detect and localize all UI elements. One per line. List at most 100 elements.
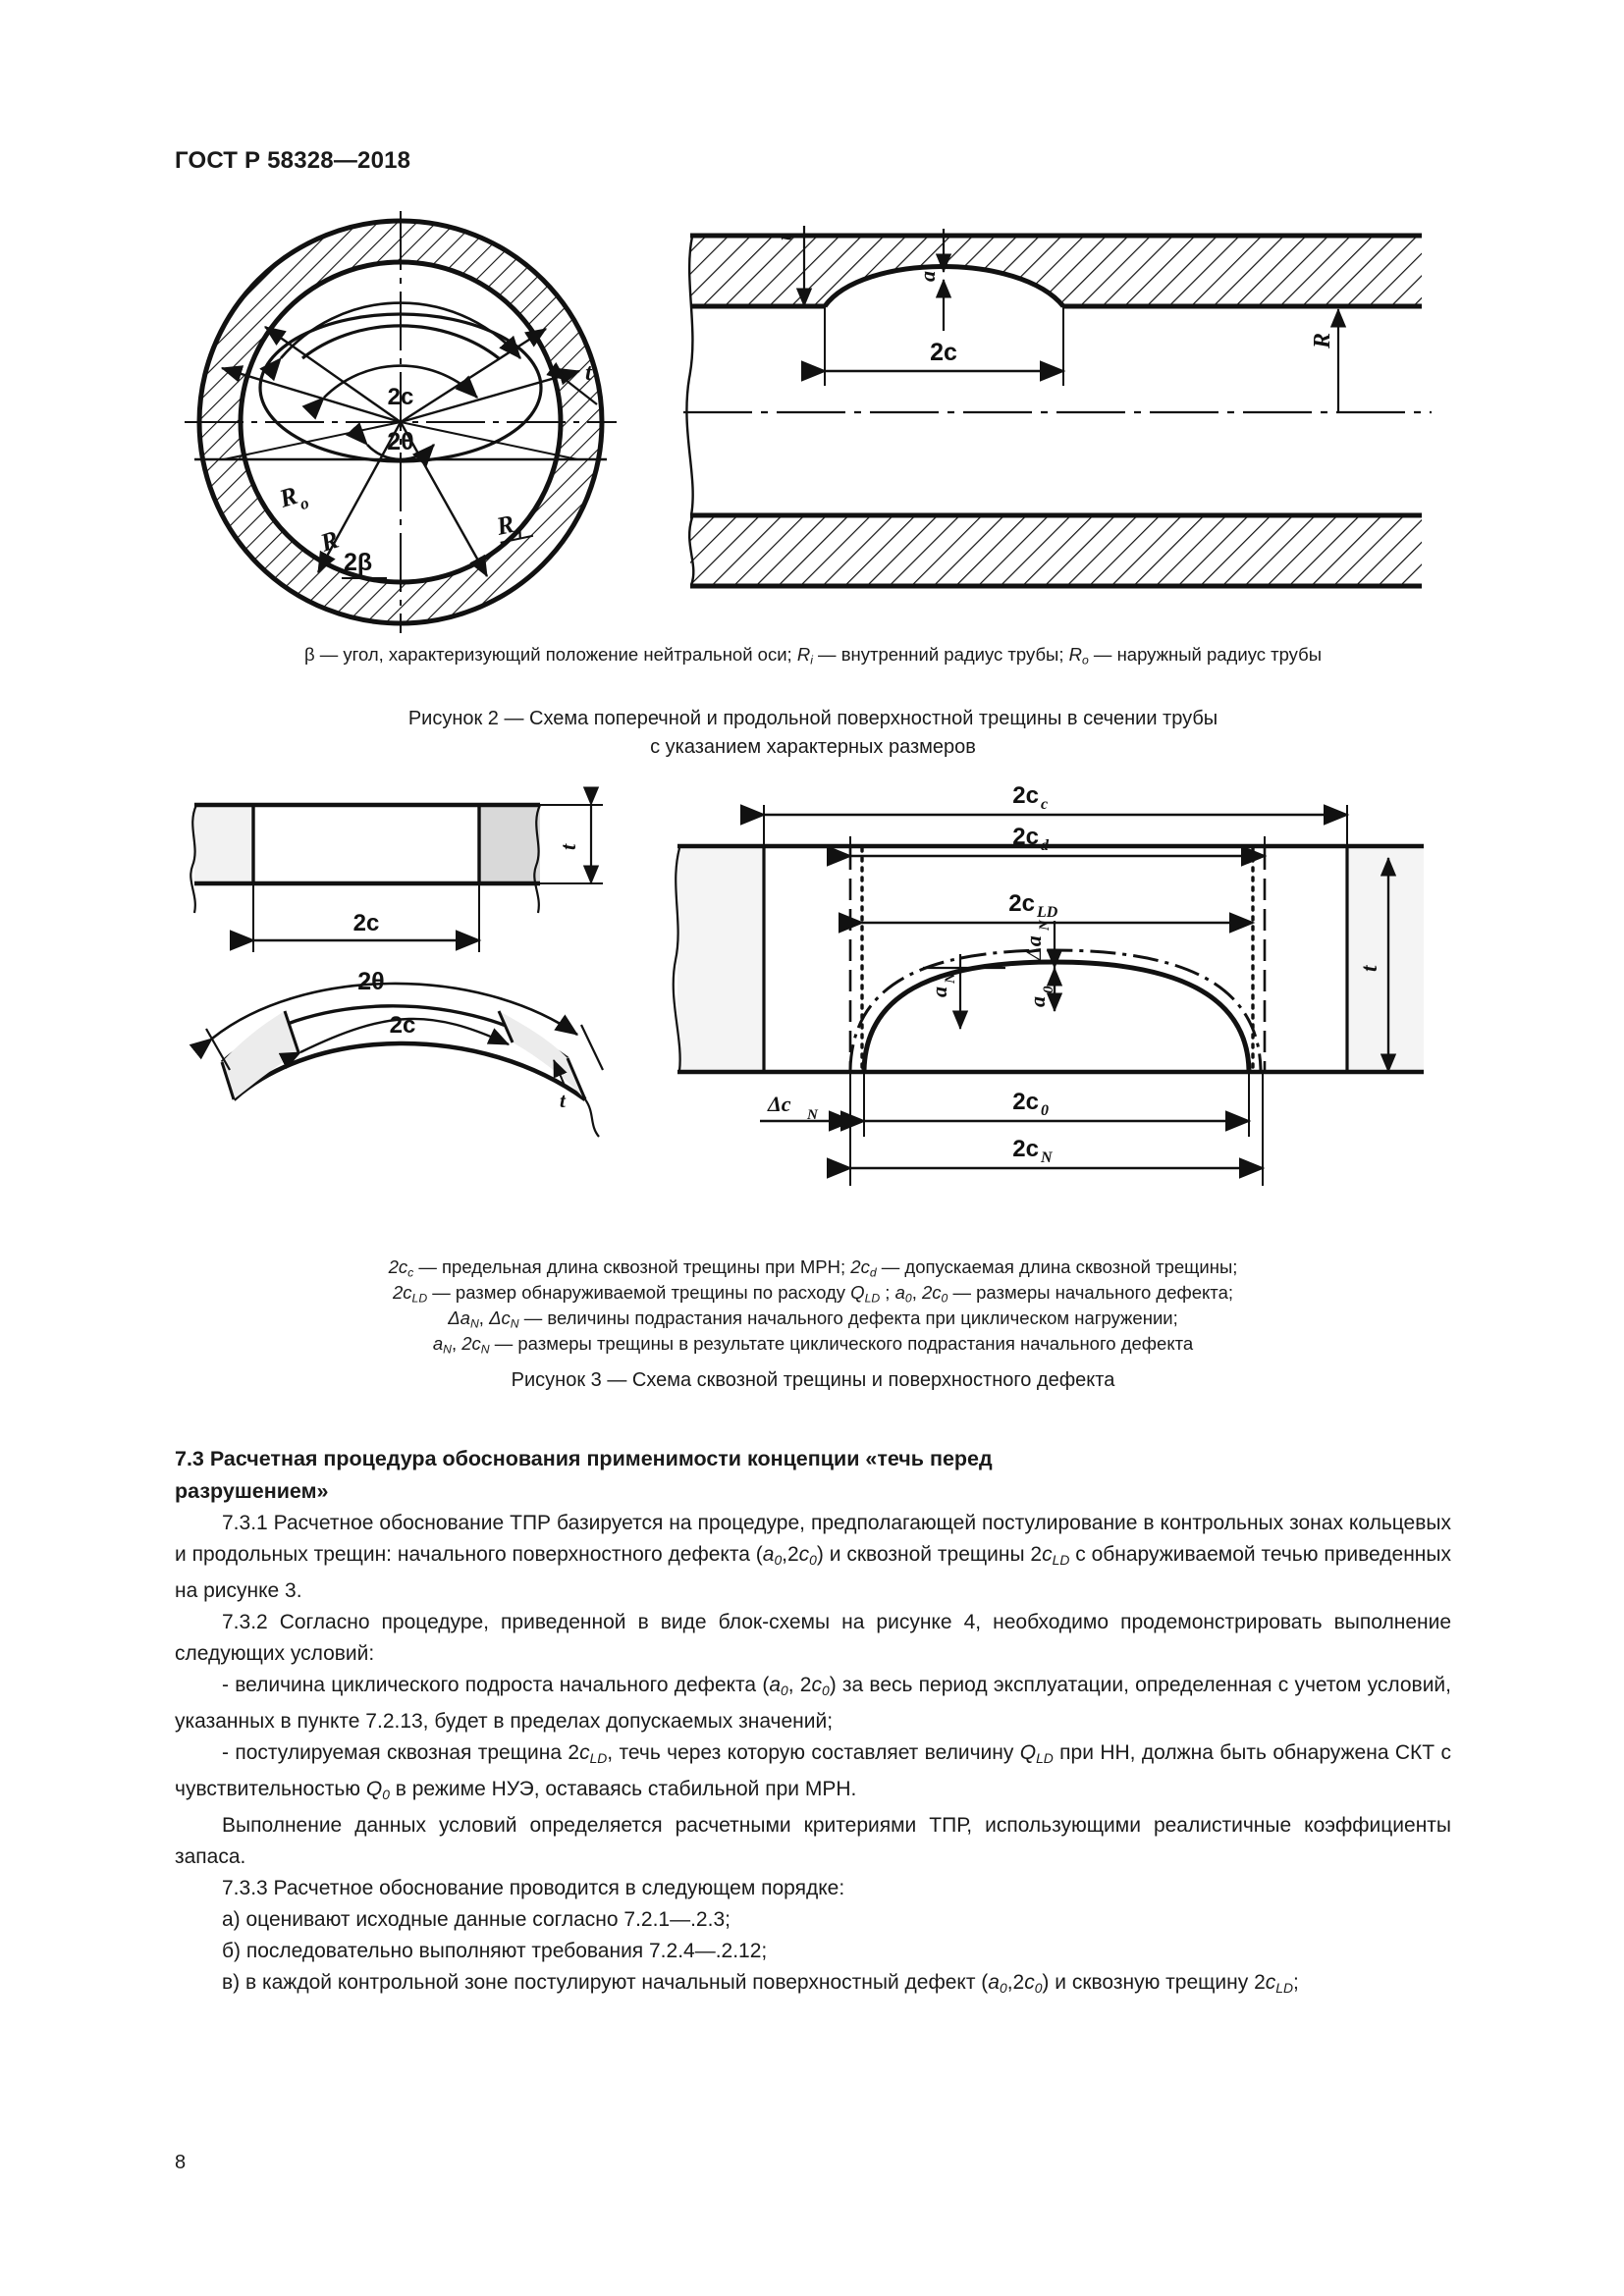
iv-t4: ; <box>1293 1970 1299 1994</box>
b1-t3: ) за весь период эксплуатации, определен… <box>175 1673 1452 1733</box>
f3n4s1: a <box>432 1332 444 1354</box>
b2-s3: Q <box>365 1777 383 1800</box>
p731-s1: a <box>762 1543 775 1566</box>
fig2-note-sym2: R <box>1068 644 1082 665</box>
f3n2t2: ; <box>880 1281 895 1303</box>
figure-3-caption: Рисунок 3 — Схема сквозной трещины и пов… <box>175 1366 1451 1395</box>
label-Ri: R i <box>493 509 534 544</box>
f3n2t1: — размер обнаруживаемой трещины по расхо… <box>427 1281 851 1303</box>
curved-segment-crack: 2θ 2c t <box>189 968 604 1138</box>
figure-3-svg: t 2c <box>189 782 1424 1186</box>
b2-s1: c <box>579 1740 590 1764</box>
b2-sub2: LD <box>1036 1749 1054 1766</box>
fig3-note-line-1: 2cc — предельная длина сквозной трещины … <box>175 1255 1451 1281</box>
label-delta-aN: Δa N <box>1021 919 1053 961</box>
label-2theta-segment: 2θ <box>357 968 384 995</box>
body-text: 7.3 Расчетная процедура обоснования прим… <box>175 1443 1451 2002</box>
label-2c-long: 2c <box>930 339 957 366</box>
label-a-long: a <box>915 271 940 282</box>
svg-text:N: N <box>1040 1149 1054 1166</box>
paragraph-criteria: Выполнение данных условий определяется р… <box>175 1813 1451 1868</box>
p731-sub3: LD <box>1052 1551 1070 1568</box>
fig3-note-line-3: ΔaN, ΔcN — величины подрастания начально… <box>175 1307 1451 1332</box>
list-item-v: в) в каждой контрольной зоне постулируют… <box>175 1967 1451 2003</box>
b1-t2: , 2 <box>787 1673 812 1696</box>
iv-t1: в) в каждой контрольной зоне постулируют… <box>222 1970 989 1994</box>
iv-sub1: 0 <box>999 1979 1007 1996</box>
f3n1t2: — допускаемая длина сквозной трещины; <box>876 1256 1238 1277</box>
f3n2sub1: LD <box>411 1291 428 1306</box>
iv-s3: c <box>1265 1970 1276 1994</box>
b2-sub3: 0 <box>382 1786 390 1802</box>
pipe-longitudinal-section: t a 2c R <box>683 226 1432 589</box>
list-item-a: а) оценивают исходные данные согласно 7.… <box>222 1907 731 1931</box>
f3n3sub2: N <box>510 1316 519 1331</box>
heading-line2: разрушением» <box>175 1479 329 1503</box>
b1-s1: a <box>769 1673 782 1696</box>
label-t-segment: t <box>560 1089 567 1112</box>
f3n2s4: 2c <box>921 1281 942 1303</box>
svg-text:i: i <box>515 523 524 543</box>
label-2beta: 2β <box>342 549 387 579</box>
plate-through-crack: t 2c <box>189 786 603 952</box>
b2-t2: , течь через которую составляет величину <box>607 1740 1020 1764</box>
crack-growth-diagram: 2c c 2c d 2c LD <box>672 782 1424 1186</box>
svg-text:d: d <box>1041 837 1050 854</box>
label-2c-cross: 2c <box>388 384 414 410</box>
f3n2t3: , <box>911 1281 922 1303</box>
fig2-note-sym1: R <box>796 644 811 665</box>
svg-text:2β: 2β <box>344 549 372 576</box>
p731-sub1: 0 <box>774 1551 783 1568</box>
f3n4t2: — размеры трещины в результате циклическ… <box>489 1332 1194 1354</box>
b1-sub1: 0 <box>781 1682 788 1698</box>
iv-sub3: LD <box>1275 1979 1293 1996</box>
label-t-long: t <box>772 234 796 240</box>
b2-t4: в режиме НУЭ, оставаясь стабильной при М… <box>389 1777 857 1800</box>
label-R-long: R <box>1310 333 1335 349</box>
label-2cN: 2c N <box>1012 1136 1054 1166</box>
page-header: ГОСТ Р 58328—2018 <box>175 147 411 174</box>
svg-text:o: o <box>298 494 311 514</box>
f3n2s2: Q <box>850 1281 865 1303</box>
svg-text:c: c <box>1041 796 1048 813</box>
paragraph-7-3-3: 7.3.3 Расчетное обоснование проводится в… <box>222 1876 845 1899</box>
figure-3: t 2c <box>175 775 1451 1237</box>
label-t-cross: t <box>585 360 593 386</box>
iv-t2: ,2 <box>1006 1970 1025 1994</box>
svg-text:N: N <box>806 1107 819 1123</box>
f3n2sub3: 0 <box>904 1291 912 1306</box>
iv-t3: ) и сквозную трещину 2 <box>1042 1970 1266 1994</box>
svg-text:R: R <box>275 481 300 513</box>
p731-t3: ) и сквозной трещины 2 <box>816 1543 1043 1566</box>
b1-t1: - величина циклического подроста начальн… <box>222 1673 770 1696</box>
f3n3s2: Δc <box>489 1307 511 1328</box>
figure-2-svg: 2c 2θ R o R i R 2β t <box>185 211 1432 633</box>
label-aN: a N <box>927 972 958 997</box>
svg-text:a: a <box>927 987 951 997</box>
f3n4s2: 2c <box>461 1332 481 1354</box>
figure-2-caption: Рисунок 2 — Схема поперечной и продольно… <box>175 705 1451 762</box>
f3n2t4: — размеры начального дефекта; <box>947 1281 1234 1303</box>
svg-text:0: 0 <box>1041 1102 1049 1119</box>
paragraph-7-3-1: 7.3.1 Расчетное обоснование ТПР базирует… <box>175 1508 1451 1607</box>
p731-s2: c <box>798 1543 810 1566</box>
p731-t4: с обнаруживаемой течью приведенных на ри… <box>175 1543 1452 1602</box>
b2-t3: при НН, должна быть обнаружена СКТ с чув… <box>175 1740 1451 1800</box>
label-R: R <box>316 525 342 558</box>
label-delta-cN: Δc N <box>767 1092 819 1123</box>
label-2c-plate: 2c <box>353 910 380 936</box>
svg-text:2c: 2c <box>1012 782 1039 809</box>
svg-text:2c: 2c <box>1012 1089 1039 1115</box>
pipe-cross-section: 2c 2θ R o R i R 2β t <box>185 211 617 633</box>
f3n1t1: — предельная длина сквозной трещины при … <box>413 1256 851 1277</box>
svg-text:0: 0 <box>1041 986 1056 993</box>
iv-s2: c <box>1024 1970 1035 1994</box>
label-2theta-cross: 2θ <box>387 428 413 455</box>
f3n4t1: , <box>451 1332 462 1354</box>
label-a0: a 0 <box>1025 986 1056 1007</box>
svg-text:Δc: Δc <box>767 1092 791 1116</box>
svg-text:a: a <box>1025 996 1050 1007</box>
f3n1sub2: d <box>869 1265 877 1280</box>
svg-text:2c: 2c <box>1012 824 1039 850</box>
